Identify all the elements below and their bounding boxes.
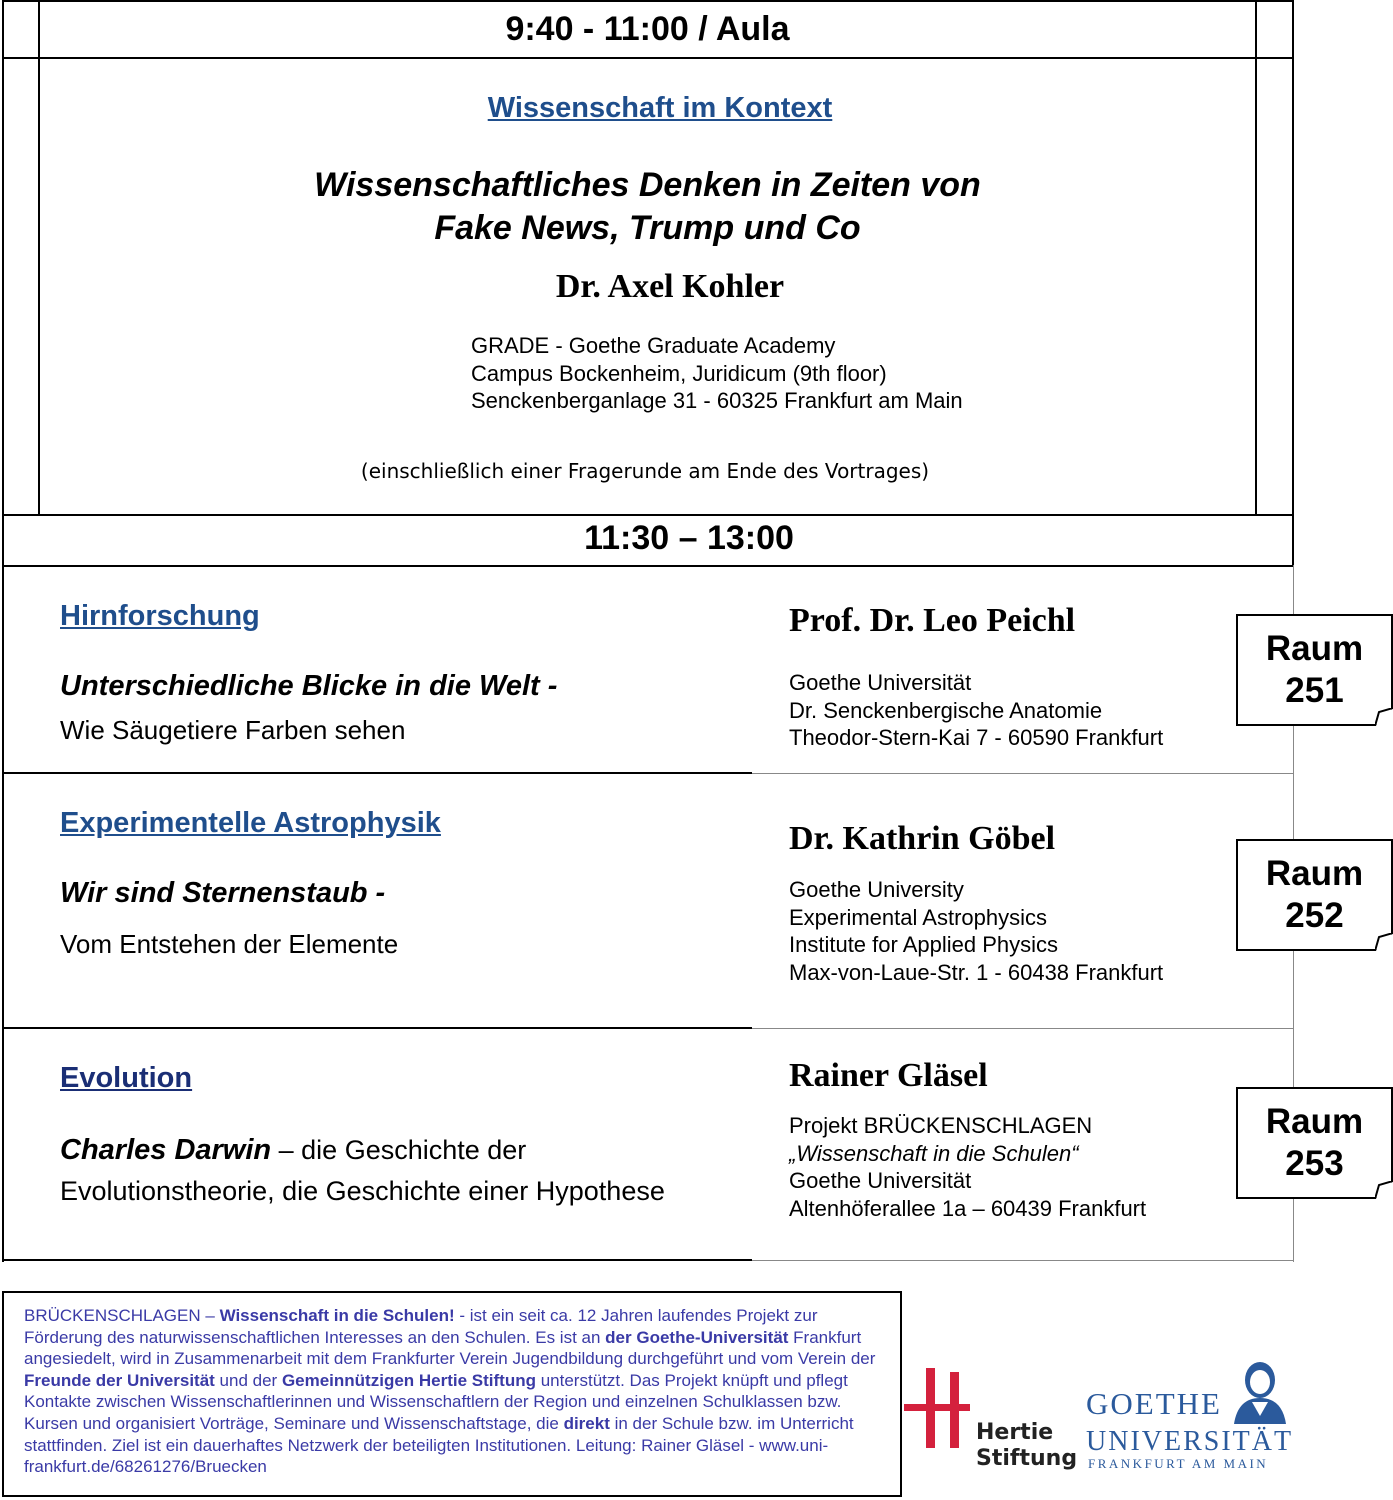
address-line: Goethe Universität — [789, 670, 972, 695]
footer-text: BRÜCKENSCHLAGEN – — [24, 1306, 220, 1325]
address-line: Theodor-Stern-Kai 7 - 60590 Frankfurt — [789, 725, 1164, 750]
footer-text: - ist ein seit ca. 12 Jahren laufendes P… — [24, 1306, 818, 1347]
page-fold-icon — [1375, 933, 1393, 951]
project-info-box: BRÜCKENSCHLAGEN – Wissenschaft in die Sc… — [2, 1291, 902, 1497]
talk1-title: Unterschiedliche Blicke in die Welt - — [60, 670, 558, 702]
goethe-line2: UNIVERSITÄT — [1086, 1426, 1294, 1457]
session1-title-line2: Fake News, Trump und Co — [434, 209, 861, 247]
hertie-line2: Stiftung — [976, 1446, 1078, 1471]
talk2-category[interactable]: Experimentelle Astrophysik — [60, 807, 441, 839]
divider — [2, 565, 4, 1262]
hertie-h-icon — [904, 1368, 970, 1448]
address-line: Dr. Senckenbergische Anatomie — [789, 697, 1103, 723]
room-badge-253: Raum 253 — [1236, 1087, 1393, 1199]
talk2-subtitle: Vom Entstehen der Elemente — [60, 929, 399, 959]
room-label: Raum — [1265, 629, 1364, 668]
divider — [2, 1027, 752, 1029]
address-line: Goethe University — [789, 877, 964, 902]
footer-text: unterstützt. Das Projekt knüpft und pfle… — [24, 1370, 848, 1433]
footer-bold: Wissenschaft in die Schulen! — [219, 1306, 455, 1325]
goethe-university-logo: GOETHE UNIVERSITÄT FRANKFURT AM MAIN — [1086, 1356, 1296, 1476]
divider — [752, 773, 1294, 774]
footer-bold: der Goethe-Universität — [605, 1327, 789, 1347]
hertie-stiftung-logo: Hertie Stiftung — [904, 1368, 1078, 1478]
session1-address: GRADE - Goethe Graduate Academy Campus B… — [471, 332, 1091, 415]
divider — [38, 0, 40, 516]
address-line: Senckenberganlage 31 - 60325 Frankfurt a… — [471, 388, 963, 413]
talk1-category[interactable]: Hirnforschung — [60, 600, 260, 632]
divider — [2, 1259, 752, 1261]
footer-text: und der — [214, 1370, 282, 1390]
page-fold-icon — [1375, 1181, 1393, 1199]
room-label: Raum — [1265, 1102, 1364, 1141]
address-line: „Wissenschaft in die Schulen“ — [789, 1140, 1079, 1166]
hertie-line1: Hertie — [976, 1420, 1054, 1445]
talk2-title: Wir sind Sternenstaub - — [60, 877, 386, 909]
footer-bold: Freunde der Universität — [24, 1370, 215, 1390]
room-badge-251: Raum 251 — [1236, 614, 1393, 726]
goethe-line3: FRANKFURT AM MAIN — [1088, 1456, 1269, 1471]
talk3-title: Charles Darwin – die Geschichte der — [60, 1134, 526, 1167]
footer-text: Frankfurt angesiedelt, wird in Zusammena… — [24, 1327, 876, 1369]
divider — [1255, 0, 1257, 516]
room-badge-252: Raum 252 — [1236, 839, 1393, 951]
divider — [2, 565, 1294, 567]
talk1-speaker: Prof. Dr. Leo Peichl — [789, 602, 1076, 639]
footer-text: in der Schule bzw. im Unterricht stattfi… — [24, 1413, 854, 1477]
address-line: Projekt BRÜCKENSCHLAGEN — [789, 1113, 1093, 1138]
talk2-address: Goethe University Experimental Astrophys… — [789, 876, 1163, 986]
talk3-title-bold: Charles Darwin — [60, 1134, 272, 1166]
talk3-title-rest: – die Geschichte der — [271, 1135, 527, 1165]
goethe-line1: GOETHE — [1086, 1386, 1222, 1421]
address-line: Altenhöferallee 1a – 60439 Frankfurt — [789, 1195, 1147, 1221]
talk2-speaker: Dr. Kathrin Göbel — [789, 820, 1056, 857]
goethe-portrait-icon — [1234, 1362, 1286, 1424]
session1-note: (einschließlich einer Fragerunde am Ende… — [360, 459, 930, 483]
address-line: Goethe Universität — [789, 1168, 972, 1193]
address-line: Max-von-Laue-Str. 1 - 60438 Frankfurt — [789, 959, 1164, 985]
talk3-address: Projekt BRÜCKENSCHLAGEN „Wissenschaft in… — [789, 1112, 1146, 1222]
address-line: Campus Bockenheim, Juridicum (9th floor) — [471, 360, 887, 386]
divider — [2, 57, 1294, 59]
room-number: 252 — [1285, 896, 1344, 935]
talk3-speaker: Rainer Gläsel — [789, 1057, 988, 1094]
divider — [752, 1028, 1294, 1029]
session2-time: 11:30 – 13:00 — [584, 519, 794, 557]
room-label: Raum — [1265, 854, 1364, 893]
room-number: 253 — [1285, 1144, 1344, 1183]
address-line: Institute for Applied Physics — [789, 932, 1059, 957]
session1-speaker: Dr. Axel Kohler — [555, 268, 785, 305]
divider — [2, 772, 752, 774]
address-line: GRADE - Goethe Graduate Academy — [471, 333, 836, 358]
talk3-category[interactable]: Evolution — [60, 1062, 193, 1094]
session1-time: 9:40 - 11:00 / Aula — [505, 10, 790, 48]
talk1-address: Goethe Universität Dr. Senckenbergische … — [789, 669, 1163, 752]
session1-category[interactable]: Wissenschaft im Kontext — [487, 92, 833, 124]
room-number: 251 — [1285, 671, 1344, 710]
address-line: Experimental Astrophysics — [789, 904, 1047, 930]
page-fold-icon — [1375, 708, 1393, 726]
talk3-subtitle: Evolutionstheorie, die Geschichte einer … — [60, 1176, 665, 1206]
divider — [752, 1260, 1294, 1261]
session1-title-line1: Wissenschaftliches Denken in Zeiten von — [314, 166, 981, 204]
talk1-subtitle: Wie Säugetiere Farben sehen — [60, 715, 406, 745]
footer-bold: Gemeinnützigen Hertie Stiftung — [281, 1370, 536, 1390]
divider — [2, 514, 1294, 516]
footer-bold: direkt — [563, 1413, 610, 1433]
